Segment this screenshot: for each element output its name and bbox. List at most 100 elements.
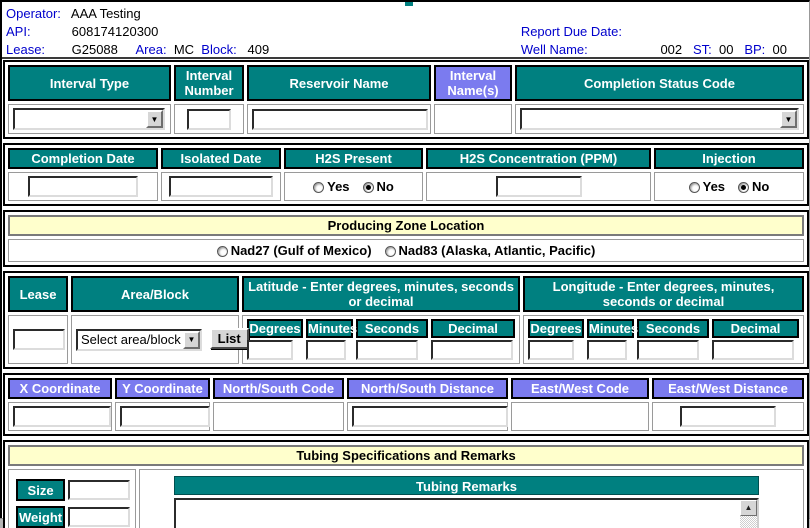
- chevron-down-icon[interactable]: ▼: [146, 110, 163, 128]
- h2s-concentration-header: H2S Concentration (PPM): [426, 148, 651, 169]
- lat-decimal-header: Decimal: [431, 319, 515, 338]
- tubing-remarks-cell: Tubing Remarks ▲ ▼: [139, 469, 804, 528]
- reservoir-name-header: Reservoir Name: [247, 65, 431, 101]
- completion-date-header: Completion Date: [8, 148, 158, 169]
- nad27-radio[interactable]: [216, 246, 228, 257]
- lon-minutes-header: Minutes: [587, 319, 639, 338]
- interval-names-cell: [434, 104, 512, 134]
- interval-number-input[interactable]: [187, 108, 231, 130]
- size-input[interactable]: [68, 480, 131, 500]
- block-value: 409: [247, 42, 270, 57]
- lat-seconds-input[interactable]: [356, 340, 418, 360]
- interval-type-header: Interval Type: [8, 65, 171, 101]
- scrollbar[interactable]: ▲ ▼: [740, 500, 757, 528]
- h2s-yes-label: Yes: [327, 179, 350, 194]
- st-value: 00: [719, 42, 734, 57]
- longitude-cell: Degrees Minutes Seconds Decimal: [523, 315, 804, 364]
- chevron-down-icon[interactable]: ▼: [780, 110, 797, 128]
- lon-degrees-input[interactable]: [528, 340, 574, 360]
- y-coordinate-header: Y Coordinate: [115, 378, 210, 399]
- lon-seconds-input[interactable]: [637, 340, 699, 360]
- bp-label: BP:: [744, 42, 766, 57]
- injection-header: Injection: [654, 148, 804, 169]
- y-coordinate-input[interactable]: [120, 406, 210, 427]
- lease-label: Lease:: [6, 42, 46, 57]
- well-info-right: Report Due Date: Well Name: 002 ST: 00 B…: [521, 5, 805, 57]
- completion-table: Completion Date Isolated Date H2S Presen…: [3, 143, 809, 206]
- ns-code-cell: [213, 402, 344, 431]
- tubing-size-weight-grade-cell: Size Weight Grade: [8, 469, 136, 528]
- area-block-header: Area/Block: [71, 276, 239, 312]
- tubing-remarks-header: Tubing Remarks: [174, 476, 759, 495]
- latitude-header: Latitude - Enter degrees, minutes, secon…: [242, 276, 520, 312]
- interval-names-header: Interval Name(s): [434, 65, 512, 101]
- lon-minutes-input[interactable]: [587, 340, 627, 360]
- lat-decimal-input[interactable]: [431, 340, 513, 360]
- nad83-label: Nad83 (Alaska, Atlantic, Pacific): [398, 243, 596, 258]
- chevron-down-icon[interactable]: ▼: [183, 330, 200, 349]
- area-block-select[interactable]: Select area/block ▼: [76, 328, 202, 351]
- completion-date-input[interactable]: [28, 176, 138, 197]
- lon-decimal-input[interactable]: [712, 340, 794, 360]
- h2s-present-group: Yes No: [284, 172, 423, 201]
- tubing-table: Tubing Specifications and Remarks Size W…: [3, 440, 809, 528]
- longitude-header: Longitude - Enter degrees, minutes, seco…: [523, 276, 804, 312]
- producing-zone-table: Producing Zone Location Nad27 (Gulf of M…: [3, 210, 809, 267]
- completion-status-select[interactable]: ▼: [520, 108, 799, 130]
- well-info-header: Operator: AAA Testing API: 608174120300 …: [2, 2, 809, 59]
- nad27-label: Nad27 (Gulf of Mexico): [230, 243, 372, 258]
- ew-distance-header: East/West Distance: [652, 378, 804, 399]
- interval-type-select[interactable]: ▼: [13, 108, 165, 130]
- completion-status-select-value: [522, 110, 780, 128]
- lease-header: Lease: [8, 276, 68, 312]
- well-name-value: 002: [660, 42, 683, 57]
- lease-input[interactable]: [13, 329, 65, 350]
- ew-distance-input[interactable]: [680, 406, 776, 427]
- ew-code-header: East/West Code: [511, 378, 649, 399]
- h2s-no-label: No: [376, 179, 394, 194]
- latitude-sub-table: Degrees Minutes Seconds Decimal: [244, 317, 518, 362]
- tubing-remarks-group: Tubing Remarks ▲ ▼: [174, 476, 759, 528]
- x-coordinate-header: X Coordinate: [8, 378, 112, 399]
- weight-label: Weight: [16, 506, 66, 528]
- ns-distance-input[interactable]: [352, 406, 508, 427]
- weight-input[interactable]: [68, 507, 131, 527]
- h2s-present-header: H2S Present: [284, 148, 423, 169]
- datum-group: Nad27 (Gulf of Mexico) Nad83 (Alaska, Atl…: [8, 239, 804, 262]
- h2s-no-radio[interactable]: [362, 182, 374, 193]
- lat-minutes-input[interactable]: [306, 340, 346, 360]
- h2s-yes-radio[interactable]: [313, 182, 325, 193]
- tubing-remarks-textarea[interactable]: ▲ ▼: [174, 498, 759, 528]
- latitude-cell: Degrees Minutes Seconds Decimal: [242, 315, 520, 364]
- reservoir-name-input[interactable]: [252, 108, 428, 130]
- injection-yes-radio[interactable]: [688, 182, 700, 193]
- injection-yes-label: Yes: [702, 179, 726, 194]
- isolated-date-header: Isolated Date: [161, 148, 281, 169]
- interval-number-header: Interval Number: [174, 65, 244, 101]
- area-label: Area:: [135, 42, 167, 57]
- producing-zone-title: Producing Zone Location: [8, 215, 804, 236]
- well-name-label: Well Name:: [520, 42, 588, 57]
- location-table: Lease Area/Block Latitude - Enter degree…: [3, 271, 809, 369]
- scroll-up-icon[interactable]: ▲: [740, 500, 757, 516]
- operator-value: AAA Testing: [70, 6, 141, 21]
- interval-table: Interval Type Interval Number Reservoir …: [3, 60, 809, 139]
- h2s-concentration-input[interactable]: [495, 176, 582, 197]
- block-label: Block:: [201, 42, 237, 57]
- injection-no-radio[interactable]: [738, 182, 750, 193]
- lon-degrees-header: Degrees: [528, 319, 584, 338]
- interval-type-select-value: [15, 110, 146, 128]
- api-value: 608174120300: [71, 24, 159, 39]
- x-coordinate-input[interactable]: [13, 406, 111, 427]
- st-label: ST:: [692, 42, 712, 57]
- nad83-radio[interactable]: [384, 246, 396, 257]
- list-button[interactable]: List: [209, 328, 249, 350]
- lat-degrees-input[interactable]: [247, 340, 293, 360]
- size-label: Size: [16, 479, 66, 501]
- ew-code-cell: [511, 402, 649, 431]
- ns-distance-header: North/South Distance: [347, 378, 508, 399]
- isolated-date-input[interactable]: [169, 176, 273, 197]
